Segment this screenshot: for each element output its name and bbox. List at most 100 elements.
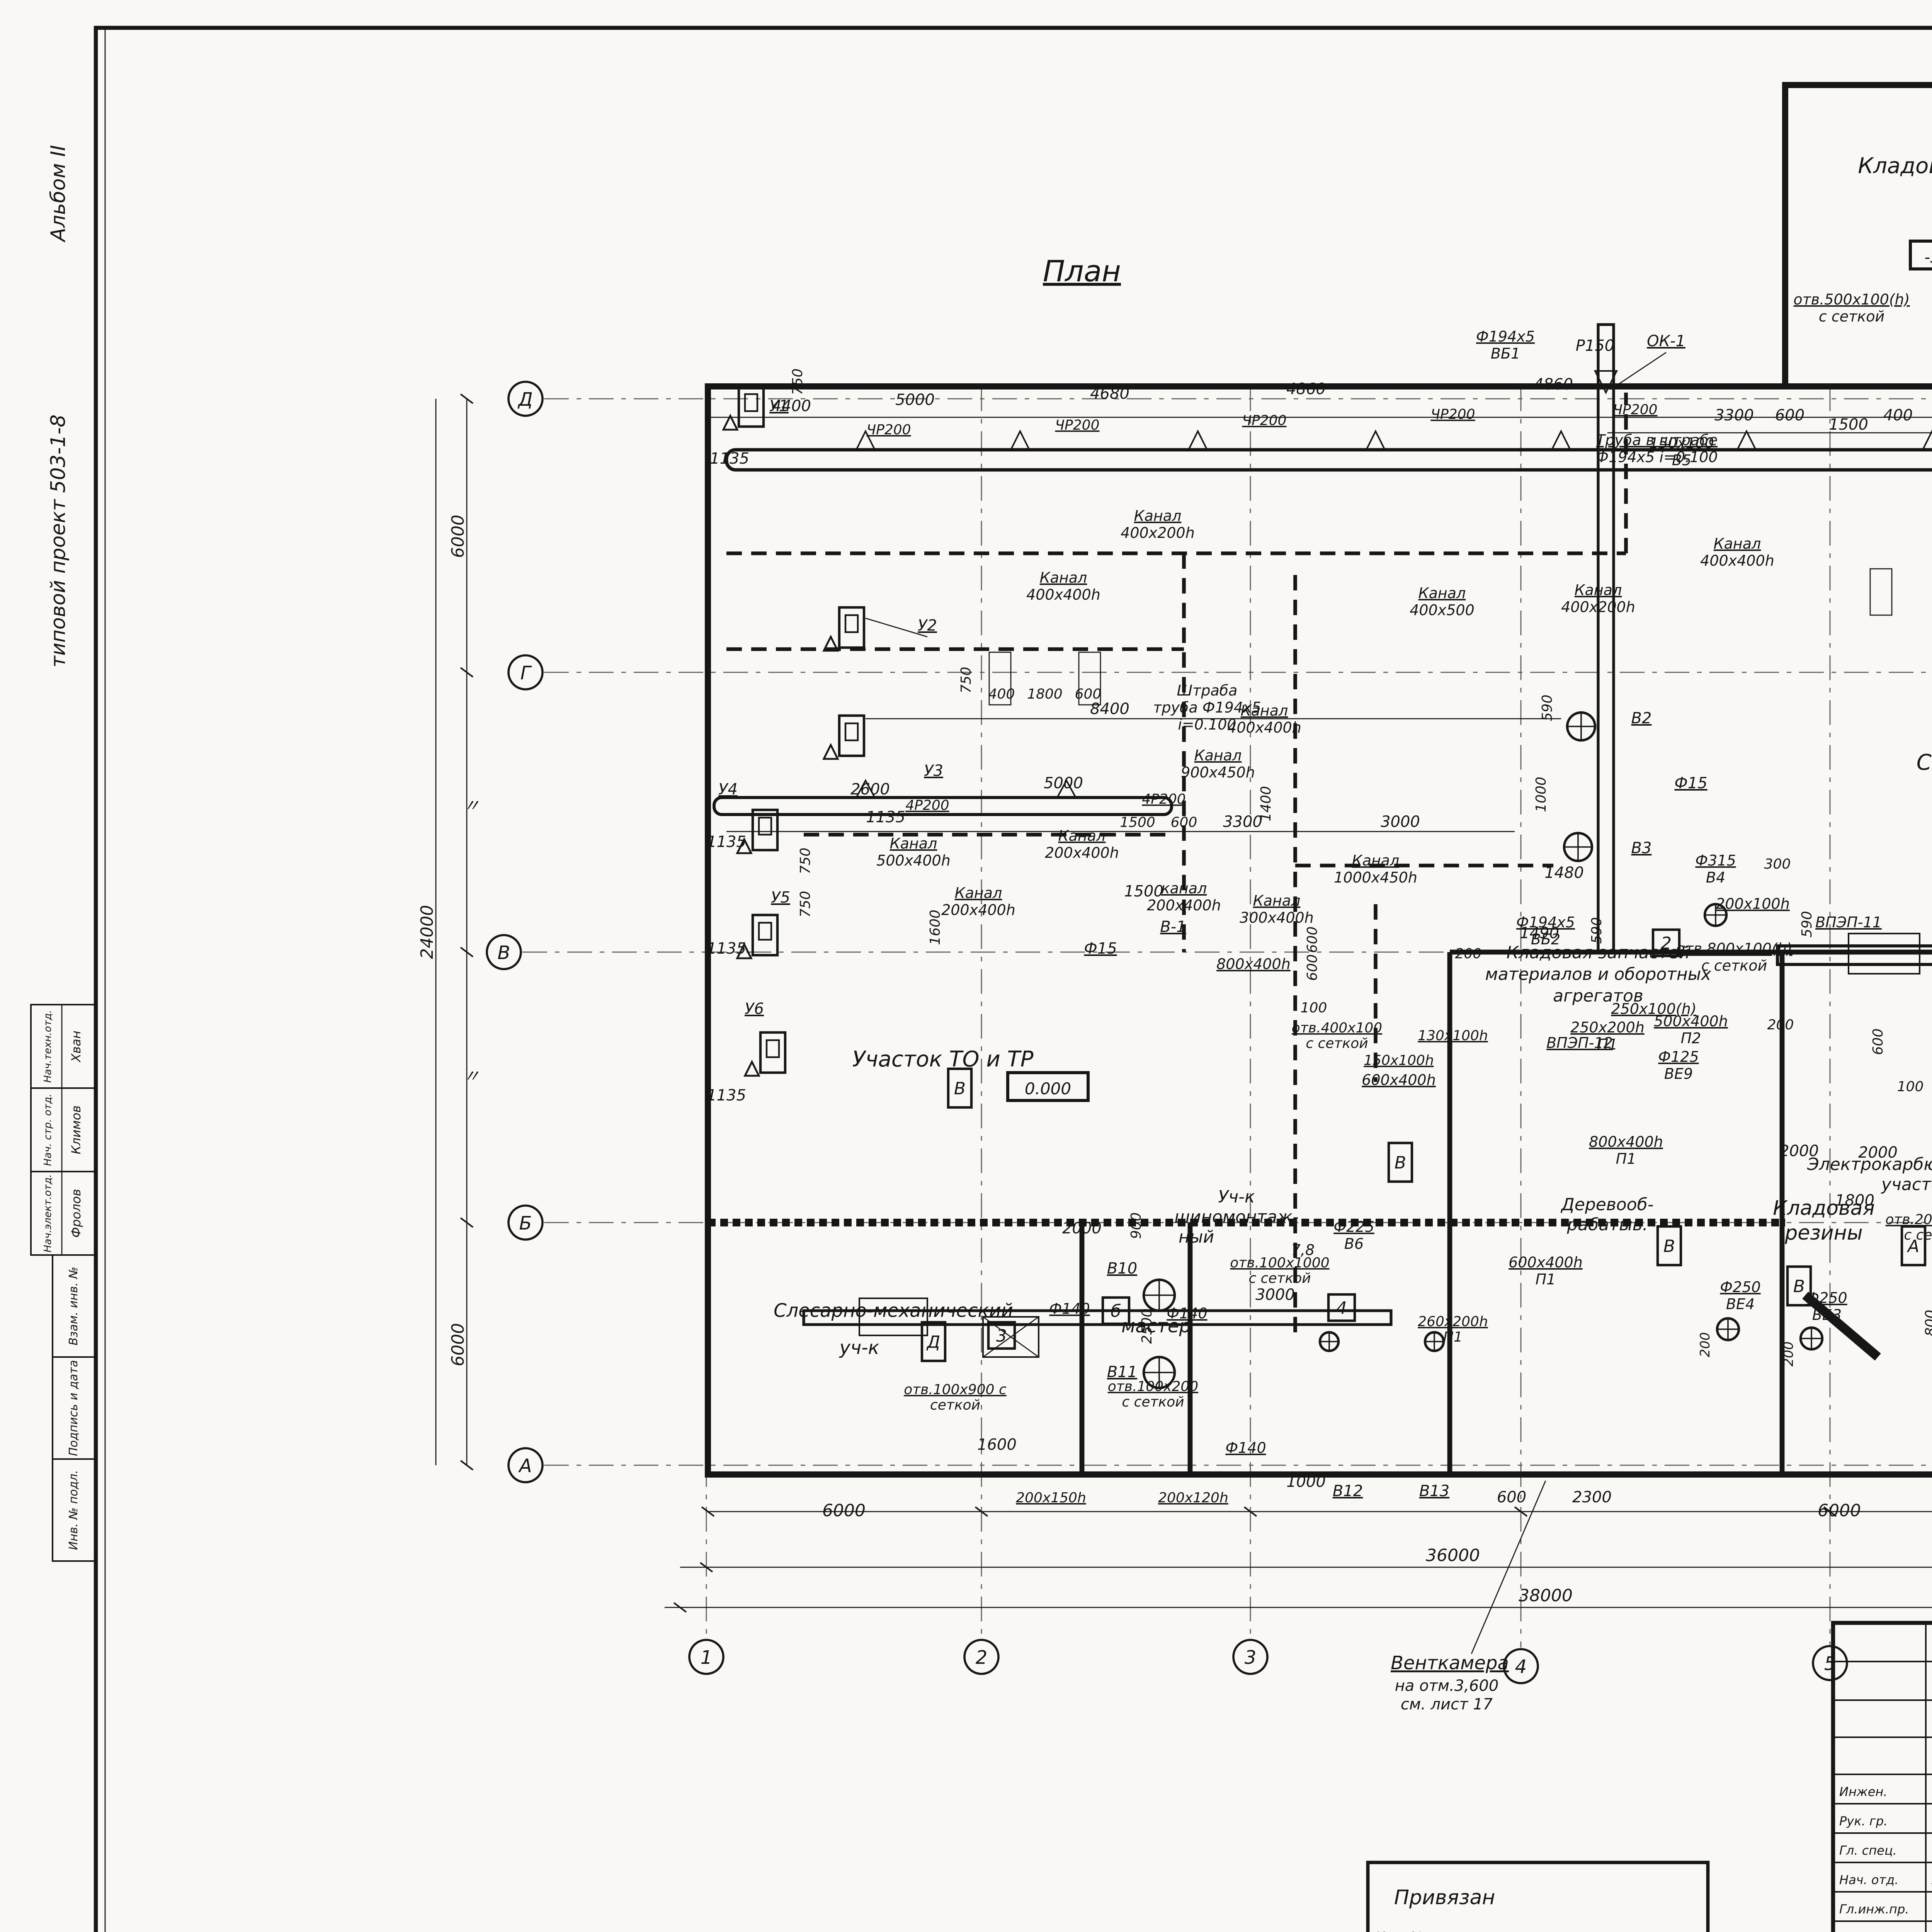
stamp-cell-1: Взам. инв. №	[67, 1267, 80, 1345]
stamp-cell-2: Подпись и дата	[67, 1360, 80, 1456]
annotation: 200х150h	[1016, 1490, 1086, 1506]
stamp-role-1: Нач.техн.отд.	[42, 1010, 54, 1083]
annotation: 590	[1799, 911, 1815, 938]
annotation: 3300	[1223, 813, 1262, 831]
axis-marker	[486, 934, 522, 970]
annotation: 400х200h	[1121, 524, 1195, 541]
annotation: 600	[1075, 686, 1102, 702]
annotation: 1500	[1120, 815, 1155, 830]
annotation: 200	[1455, 946, 1482, 962]
vent-riser-cross	[1144, 1280, 1175, 1311]
margin-project: типовой проект 503-1-8	[47, 415, 70, 668]
sig-role-2: Рук. гр.	[1839, 1814, 1888, 1828]
annotation: 1135	[710, 450, 749, 468]
annotation: Ф15	[1674, 774, 1707, 792]
axis-marker	[1503, 1648, 1539, 1684]
stamp-cell-3: Инв. № подл.	[67, 1470, 80, 1550]
annotation: П1	[1536, 1271, 1556, 1288]
annotation: с сеткой	[1306, 1036, 1368, 1051]
room-tag-letter: 3	[996, 1326, 1007, 1346]
annotation: Ф125	[1658, 1048, 1699, 1065]
annotation: 1135	[707, 1087, 746, 1104]
annotation: 1135	[707, 940, 746, 957]
annotation: 260х200h	[1418, 1314, 1488, 1330]
annotation: Участок ТО и ТР	[852, 1047, 1033, 1072]
annotation: с сеткой	[1904, 1227, 1932, 1243]
annotation: 600	[1304, 927, 1320, 953]
annotation: Сварочный участок	[1917, 750, 1932, 775]
annotation: 600	[1775, 406, 1804, 424]
title-block: 503-1-8. ОВ Открытая стоянка со зданиями…	[1366, 1621, 1932, 1932]
room-tag-box	[1387, 1141, 1413, 1183]
annotation: 200х400h	[1147, 897, 1221, 914]
annotation: Канал	[1040, 569, 1087, 586]
axis-markers-layer: ДГВБА1234567Д5А6А	[486, 381, 1848, 1684]
annotation: 400х400h	[1227, 719, 1301, 736]
deflector-unit	[744, 393, 759, 412]
room-tag-letter: б	[1111, 1301, 1121, 1321]
annotation: В3	[1631, 839, 1652, 857]
room-tag-box	[1101, 1296, 1131, 1325]
annotation: резины	[1784, 1221, 1863, 1245]
vent-riser-cross	[1564, 833, 1592, 861]
annotation: 600	[1171, 815, 1197, 830]
vent-riser-cross	[1320, 1332, 1338, 1351]
annotation: 900х450h	[1181, 764, 1255, 781]
deflector-unit	[751, 913, 779, 957]
deflector-unit	[736, 837, 753, 854]
axis-marker-label: 1	[701, 1647, 713, 1668]
annotation: 5000	[1044, 774, 1083, 792]
room-tag-boxes: ВВГДбВВВАДВ243	[920, 928, 1927, 1362]
level-mark-value: -3.100	[1924, 248, 1932, 267]
annotation: У5	[771, 889, 790, 906]
vent-riser-cross	[1801, 1328, 1822, 1349]
annotation: 36000	[1426, 1546, 1480, 1565]
annotation: 2600	[850, 781, 890, 798]
annotation: ЧР200	[1242, 413, 1286, 429]
annotation: 750	[798, 891, 813, 918]
annotation: Канал	[890, 835, 937, 852]
annotation: Канал	[1714, 535, 1761, 552]
annotation: 4400	[772, 397, 811, 415]
annotation: 3000	[1255, 1286, 1295, 1304]
room-tag-box	[1651, 928, 1681, 957]
annotation: П1	[1616, 1150, 1636, 1167]
binding-label: Привязан	[1394, 1886, 1495, 1909]
axis-marker-label: Б	[519, 1213, 532, 1234]
annotation: В10	[1107, 1260, 1137, 1277]
room-tag-box	[920, 1321, 947, 1362]
deflector-unit	[822, 743, 839, 760]
vent-riser-cross	[1425, 1332, 1444, 1351]
annotation: 1500	[1829, 416, 1868, 434]
annotation: Ф225	[1333, 1218, 1374, 1235]
annotation: У2	[918, 617, 937, 634]
annotation: Кладовая масел	[1858, 153, 1932, 179]
annotation: 6000	[822, 1501, 866, 1520]
annotation: канал	[1161, 880, 1207, 897]
annotation: участок	[1881, 1175, 1932, 1194]
room-tag-letter: В	[1663, 1236, 1675, 1256]
stamp-name-1: Хван	[69, 1031, 83, 1063]
annotation: 1800	[1835, 1192, 1874, 1209]
sig-role-1: Инжен.	[1839, 1784, 1887, 1799]
annotation: 1500	[1124, 883, 1163, 900]
annotation: Ф315	[1695, 852, 1736, 869]
deflector-unit	[765, 1039, 780, 1058]
annotation: 2000	[1062, 1219, 1102, 1237]
annotation: 4860	[1534, 376, 1573, 393]
annotation: 4680	[1090, 385, 1129, 403]
annotation: 200	[1767, 1017, 1794, 1033]
stamp-role-3: Нач.элект.отд.	[42, 1174, 54, 1252]
axis-marker-label: 5	[1824, 1653, 1836, 1675]
vent-riser-cross	[1567, 713, 1595, 740]
annotation: 590	[1589, 917, 1605, 944]
axis-marker-label: Г	[520, 662, 532, 684]
room-tag-box	[987, 1321, 1016, 1350]
annotation: 6000	[448, 1323, 468, 1366]
axis-marker	[963, 1639, 1000, 1675]
annotation: Ф250	[1806, 1289, 1847, 1306]
annotation: 300х400h	[1240, 909, 1314, 926]
axis-marker-label: Д	[517, 389, 533, 410]
annotation: 200х120h	[1158, 1490, 1228, 1506]
